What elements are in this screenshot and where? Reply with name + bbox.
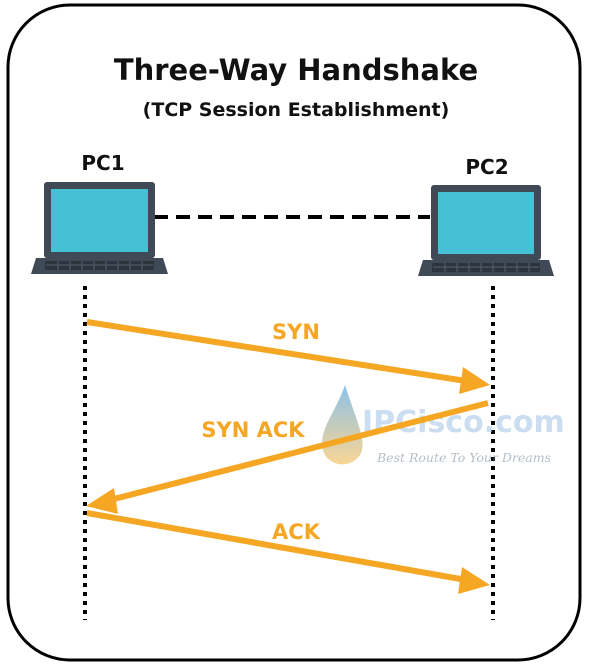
ack-arrow — [86, 510, 490, 594]
syn-ack-label: SYN ACK — [201, 418, 305, 442]
pc2-label: PC2 — [465, 155, 508, 179]
laptop-icon — [418, 185, 554, 276]
syn-arrow — [86, 319, 490, 394]
laptop-icon — [31, 182, 168, 274]
diagram-title: Three-Way Handshake — [114, 53, 478, 87]
syn-label: SYN — [272, 320, 320, 344]
diagram-subtitle: (TCP Session Establishment) — [143, 99, 450, 121]
watermark-tagline: Best Route To Your Dreams — [376, 450, 551, 465]
syn-ack-arrow — [86, 400, 489, 514]
ack-label: ACK — [272, 520, 321, 544]
diagram-frame — [6, 3, 582, 662]
pc1-label: PC1 — [81, 151, 124, 175]
